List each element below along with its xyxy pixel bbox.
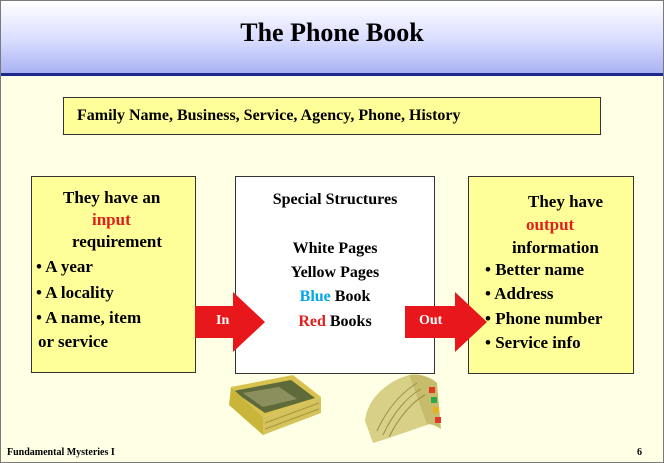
output-bullet-phone: • Phone number xyxy=(485,309,603,328)
output-highlight: output xyxy=(526,215,575,234)
topic-banner: Family Name, Business, Service, Agency, … xyxy=(63,97,601,135)
input-bullet-name: • A name, item xyxy=(36,308,142,327)
slide-title: The Phone Book xyxy=(240,18,424,47)
phone-book-photo xyxy=(229,375,321,435)
red-books-item: Red Books xyxy=(236,313,434,331)
topic-text: Family Name, Business, Service, Agency, … xyxy=(77,107,461,124)
footer-course-title: Fundamental Mysteries I xyxy=(7,447,115,458)
blue-word: Blue xyxy=(299,288,331,305)
output-line-1: They have xyxy=(528,192,604,211)
input-bullet-locality: • A locality xyxy=(36,283,114,302)
blue-book-rest: Book xyxy=(330,288,371,305)
in-arrow-label: In xyxy=(216,313,230,328)
input-line-1: They have an xyxy=(63,188,161,207)
ledger-book-photo xyxy=(365,374,441,443)
input-bullet-name-cont: or service xyxy=(38,332,109,351)
title-bar: The Phone Book xyxy=(1,1,663,76)
input-requirement-box: They have an input requirement • A year … xyxy=(31,176,196,373)
white-pages-item: White Pages xyxy=(292,240,378,257)
yellow-pages-item: Yellow Pages xyxy=(290,264,380,281)
in-arrow-icon xyxy=(195,292,265,352)
out-arrow-icon xyxy=(405,292,487,352)
page-number: 6 xyxy=(637,447,642,458)
input-bullet-year: • A year xyxy=(36,257,93,276)
out-arrow-label: Out xyxy=(419,313,443,328)
red-word: Red xyxy=(298,313,326,330)
output-bullet-address: • Address xyxy=(485,284,554,303)
input-line-3: requirement xyxy=(72,232,163,251)
input-highlight: input xyxy=(92,210,131,229)
output-information-box: They have output information • Better na… xyxy=(468,176,634,374)
red-books-rest: Books xyxy=(325,313,372,330)
output-bullet-service: • Service info xyxy=(485,333,581,352)
special-structures-heading: Special Structures xyxy=(272,191,398,208)
output-bullet-better-name: • Better name xyxy=(485,260,585,279)
output-line-3: information xyxy=(512,238,599,257)
special-structures-box: Special Structures White Pages Yellow Pa… xyxy=(235,176,435,374)
blue-book-item: Blue Book xyxy=(236,288,434,306)
